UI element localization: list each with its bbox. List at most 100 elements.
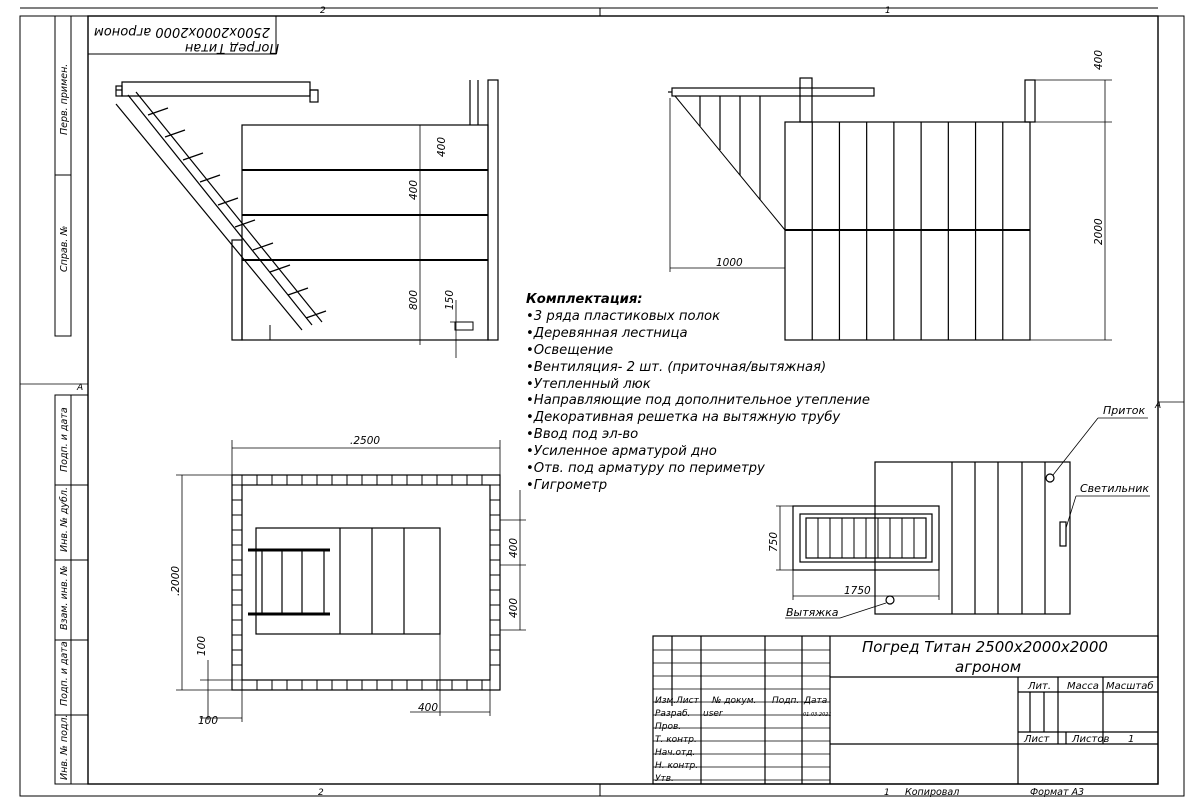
specification-item: Ввод под эл-во [526,427,886,444]
front-dim-1: 400 [436,137,448,157]
tb-sheet-label: Лист [1023,734,1051,745]
front-view-hatch-lid [121,81,311,97]
light-fixture-icon [1059,521,1067,547]
plan-dim-offset-h: 100 [198,715,218,727]
plan-dim-shelf-2: 400 [508,598,520,618]
tb-developer: user [703,709,724,719]
zone-mark-bottom-left: 2 [318,788,324,798]
plan-dim-width: .2500 [350,435,380,447]
hatch-label-exhaust: Вытяжка [786,606,839,619]
side-view-lid [671,87,875,97]
plan-view-dimensions [176,440,526,722]
specification-item: Декоративная решетка на вытяжную трубу [526,410,886,427]
plan-view-inner [241,484,491,681]
side-view [668,77,1036,341]
tb-row-approve: Утв. [655,774,674,784]
side-view-dimensions [669,79,1112,341]
tb-sheets-value: 1 [1128,734,1134,745]
tb-col-doc: № докум. [711,696,756,706]
front-dim-3: 800 [408,290,420,310]
front-view [115,79,499,341]
specification-item: Деревянная лестница [526,326,886,343]
front-dim-2: 400 [408,180,420,200]
plan-dim-shelf-1: 400 [508,538,520,558]
specification-list: Комплектация: 3 ряда пластиковых полокДе… [526,292,886,495]
specification-item: Направляющие под дополнительное утеплени… [526,393,886,410]
hatch-view-leaders [776,417,1150,619]
hatch-label-light: Светильник [1080,482,1149,495]
hatch-view-rungs [817,518,915,558]
plan-view-outer [231,474,501,691]
format-label: Формат А3 [1030,787,1084,798]
tb-row-tcontrol: Т. контр. [655,735,697,745]
sheet-frame [19,7,1185,797]
specification-item: Усиленное арматурой дно [526,444,886,461]
tb-col-list: Лист [675,696,700,706]
side-label-primary-use: Перв. примен. [59,64,70,135]
zone-mark-bottom-right: 1 [884,788,890,798]
side-label-sign-date-2: Подп. и дата [59,641,70,706]
hatch-view-opening [792,505,940,571]
zone-mark-top-right: 1 [885,6,891,16]
tb-col-izm: Изм. [655,696,676,706]
intake-vent-icon [1045,473,1055,483]
hatch-label-intake: Приток [1103,404,1146,417]
tb-develop-date: 01.03.2021 [803,712,832,718]
hatch-dim-width: 1750 [844,585,871,597]
upside-label-line1: Погред Титан [184,40,279,55]
side-label-inv-dup: Инв. № дубл. [59,487,70,552]
title-block [652,635,1159,785]
front-dim-4: 150 [444,290,456,310]
front-view-wall-left [231,239,243,341]
plan-view-ladder [248,548,330,616]
zone-mark-top-left: 2 [320,6,326,16]
side-column [54,15,89,785]
specification-item: Освещение [526,343,886,360]
hatch-view-body [874,461,1071,615]
title-block-rows [653,649,830,781]
side-view-ladder-edge [674,95,786,231]
tb-row-head: Нач.отд. [655,748,695,758]
specification-item: 3 ряда пластиковых полок [526,309,886,326]
plan-dim-depth: .2000 [170,566,182,596]
plan-view-perimeter-blocks [232,475,500,690]
hatch-dim-height: 750 [768,532,780,552]
plan-dim-offset-v: 100 [196,636,208,656]
front-view-pipe [487,79,499,341]
tb-row-check: Пров. [655,722,681,732]
specification-items: 3 ряда пластиковых полокДеревянная лестн… [526,309,886,495]
side-label-sign-date-1: Подп. и дата [59,407,70,472]
row-mark-right: A [1154,401,1161,411]
specification-heading: Комплектация: [526,292,643,307]
tb-scale-label: Масштаб [1106,680,1154,692]
plan-view-shelf-area [255,527,441,635]
tb-mass-label: Масса [1067,681,1099,692]
side-dim-stair: 1000 [716,257,743,269]
side-view-planks [811,122,1004,340]
side-label-swap-inv: Взам. инв. № [59,565,70,630]
row-mark-left: A [76,383,83,393]
plan-dim-bottom: 400 [418,702,438,714]
specification-item: Вентиляция- 2 шт. (приточная/вытяжная) [526,360,886,377]
tb-sheets-label: Листов [1071,734,1109,745]
title-line-1: Погред Титан 2500x2000x2000 [862,638,1108,656]
tb-col-sign: Подп. [772,696,799,706]
side-dim-top: 400 [1093,50,1105,70]
specification-item: Гигрометр [526,478,886,495]
side-label-inv-original: Инв. № подл. [59,714,70,780]
side-label-reference-no: Справ. № [59,226,70,272]
tb-row-develop: Разраб. [655,709,690,719]
plan-view [231,474,501,691]
exhaust-vent-icon [885,595,895,605]
tb-row-ncontrol: Н. контр. [655,761,698,771]
specification-item: Утепленный люк [526,377,886,394]
upside-code-box: Погред Титан 2500x2000x2000 агроном [87,15,279,55]
side-dim-height: 2000 [1093,218,1105,245]
title-line-2: агроном [955,658,1021,676]
upside-label-line2: 2500x2000x2000 агроном [94,24,270,39]
hatch-view [792,461,1071,615]
tb-col-date: Дата [803,696,827,706]
tb-lit-label: Лит. [1027,681,1051,692]
front-view-ladder [115,91,327,331]
